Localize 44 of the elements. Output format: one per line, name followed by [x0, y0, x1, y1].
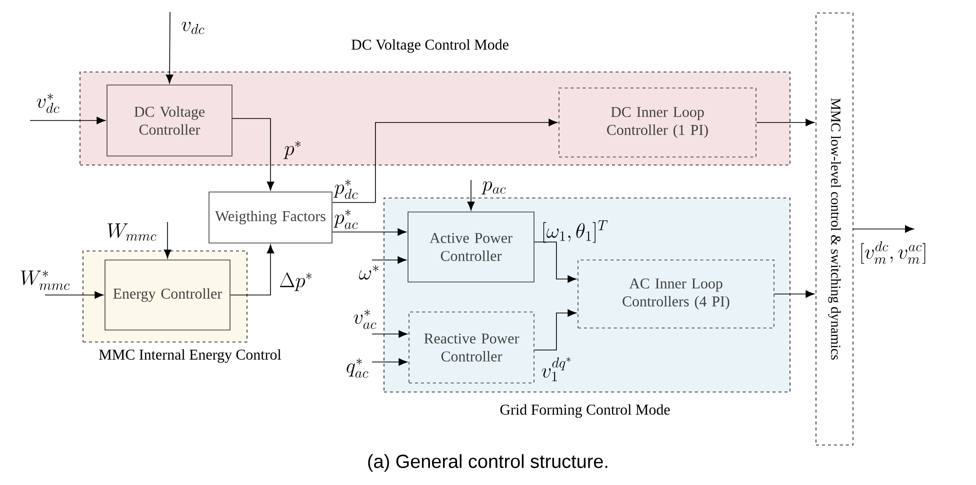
arrow	[30, 116, 106, 124]
edge-label: $p_{ac}^*$	[334, 210, 358, 229]
arrow	[774, 290, 814, 298]
edge-label: $v_1^{dq^*}$	[542, 357, 570, 382]
arrow	[372, 330, 408, 338]
arrow	[332, 118, 558, 203]
edge-label: $v_{dc}^*$	[36, 94, 60, 113]
dynamics-box: MMC low-level control & switching dynamics	[816, 12, 854, 446]
arrow	[164, 222, 172, 258]
edge-label: $p_{dc}^*$	[334, 180, 358, 199]
arrow	[230, 244, 274, 296]
controller-box: Energy Controller	[104, 260, 230, 330]
controller-box: DC Inner Loop Controller (1 PI)	[558, 88, 756, 158]
edge-label: $v_{dc}$	[182, 22, 204, 34]
arrow	[853, 225, 914, 233]
edge-label: $[\omega_1, \theta_1]^T$	[543, 220, 608, 243]
arrow	[44, 291, 104, 299]
controller-box: AC Inner Loop Controllers (4 PI)	[578, 260, 774, 328]
figure-caption: (a) General control structure.	[368, 454, 608, 472]
arrow	[467, 180, 475, 210]
edge-label: $\omega^*$	[359, 265, 378, 280]
arrow	[232, 118, 274, 190]
arrow	[756, 118, 814, 126]
edge-label: $p^*$	[284, 140, 301, 160]
arrow	[166, 12, 174, 84]
arrow	[534, 309, 576, 350]
region-title: Grid Forming Control Mode	[500, 404, 670, 418]
arrow	[534, 242, 576, 283]
edge-label: $W_{mmc}^*$	[21, 270, 70, 290]
edge-label: $q_{ac}^*$	[346, 358, 368, 378]
edge-label: $v_{ac}^*$	[354, 310, 376, 329]
arrow	[372, 256, 406, 264]
region-title: DC Voltage Control Mode	[352, 39, 508, 53]
controller-box: Active Power Controller	[408, 212, 534, 282]
edge-label: $W_{mmc}$	[108, 223, 156, 241]
edge-label: $\Delta p^*$	[280, 272, 312, 292]
edge-label: $[v_m^{dc}, v_m^{ac}]$	[861, 241, 926, 264]
controller-box: Reactive Power Controller	[408, 312, 534, 384]
region-title: MMC Internal Energy Control	[99, 349, 282, 363]
arrow	[332, 228, 406, 236]
arrow	[372, 358, 408, 366]
controller-box: DC Voltage Controller	[106, 84, 232, 156]
controller-box: Weigthing Factors	[208, 192, 332, 244]
edge-label: $p_{ac}$	[482, 181, 506, 194]
